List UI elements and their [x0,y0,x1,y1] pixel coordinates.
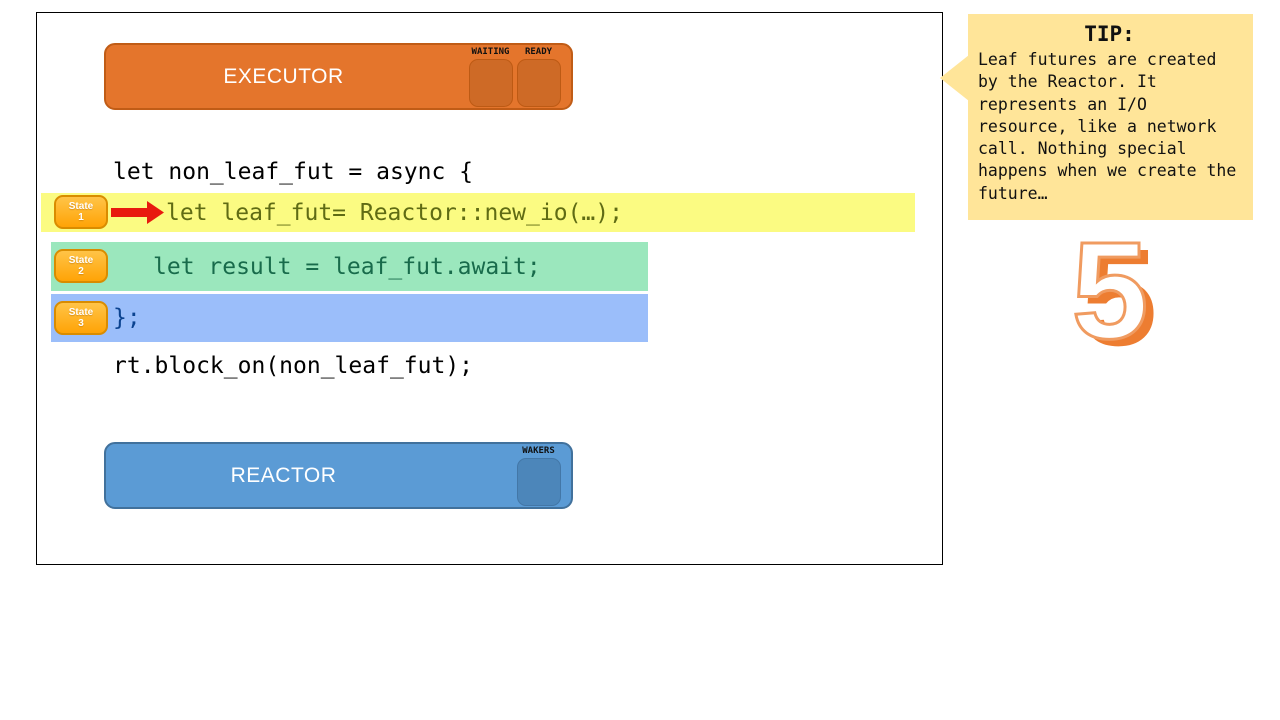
step-number: 5 [1070,214,1150,368]
state-3-code: }; [113,305,141,331]
waiting-label: WAITING [471,47,510,57]
ready-label: READY [524,47,553,57]
reactor-slots: WAKERS [516,444,561,506]
state-3-badge: State 3 [54,301,108,335]
callout-pointer-icon [940,55,969,101]
state-1-code: let leaf_fut= Reactor::new_io(…); [166,199,623,226]
state-2-badge: State 2 [54,249,108,283]
state-1-row: State 1 let leaf_fut= Reactor::new_io(…)… [41,193,915,232]
waiting-slot: WAITING [468,45,513,107]
current-state-arrow-icon [111,201,164,224]
wakers-slot: WAKERS [516,444,561,506]
state-2-row: State 2 let result = leaf_fut.await; [51,242,648,291]
state-3-row: State 3 }; [51,294,648,342]
state-1-badge-word: State [68,201,94,212]
state-1-badge-number: 1 [78,212,84,223]
state-2-code: let result = leaf_fut.await; [153,253,541,280]
tip-body-text: Leaf futures are created by the Reactor.… [978,50,1237,203]
reactor-box: REACTOR WAKERS [104,442,573,509]
state-3-badge-word: State [68,307,94,318]
tip-title: TIP: [1084,22,1135,46]
state-2-badge-word: State [68,255,94,266]
executor-box: EXECUTOR WAITING READY [104,43,573,110]
diagram-panel: EXECUTOR WAITING READY let non_leaf_fut … [36,12,943,565]
executor-slots: WAITING READY [468,45,561,107]
state-1-badge: State 1 [54,195,108,229]
ready-slot: READY [516,45,561,107]
state-2-badge-number: 2 [78,266,84,277]
wakers-label: WAKERS [522,446,555,456]
code-line-async-open: let non_leaf_fut = async { [113,159,474,185]
code-line-block-on: rt.block_on(non_leaf_fut); [113,353,474,379]
waiting-queue-icon [468,59,513,107]
state-3-badge-number: 3 [78,318,84,329]
wakers-queue-icon [516,458,561,506]
reactor-title: REACTOR [230,463,337,487]
ready-queue-icon [516,59,561,107]
tip-callout: TIP: Leaf futures are created by the Rea… [940,14,1253,220]
executor-title: EXECUTOR [223,64,344,88]
